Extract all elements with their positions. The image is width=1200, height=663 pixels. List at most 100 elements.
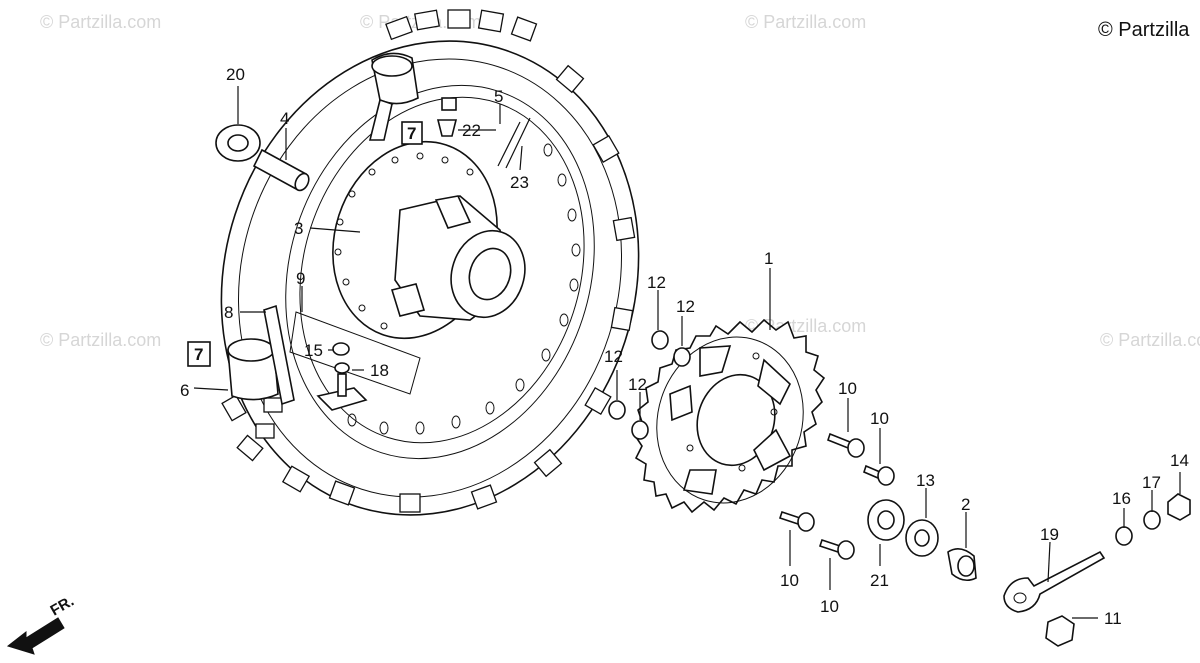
box-7-top: 7 bbox=[407, 124, 416, 143]
sprocket-bolt-hole-4 bbox=[686, 444, 694, 452]
cap-nut-14 bbox=[1167, 493, 1191, 521]
copyright-label: © Partzilla bbox=[1098, 19, 1190, 41]
spoke-23b bbox=[505, 117, 531, 169]
callout-14: 14 bbox=[1170, 451, 1189, 470]
callout-21: 21 bbox=[870, 571, 889, 590]
spoke-nipple-upper bbox=[441, 97, 457, 111]
tire-inner-edge bbox=[237, 58, 623, 498]
callout-3: 3 bbox=[294, 219, 303, 238]
nut-12-c bbox=[608, 400, 626, 420]
part-8-strip bbox=[263, 304, 295, 406]
front-label: FR. bbox=[48, 593, 77, 620]
callout-19: 19 bbox=[1040, 525, 1059, 544]
spoke-23 bbox=[497, 121, 521, 167]
hub-damper-tab bbox=[434, 195, 472, 229]
sprocket-window-4 bbox=[682, 469, 717, 495]
sprocket-center-bore bbox=[696, 373, 776, 467]
callout-22: 22 bbox=[462, 121, 481, 140]
sprocket-inner-ring bbox=[656, 336, 804, 504]
sprocket-nuts-12 bbox=[608, 330, 691, 440]
callout-numbers: 20 4 3 5 22 23 1 6 8 9 15 18 12 12 12 12… bbox=[180, 65, 1189, 628]
sprocket-window-5 bbox=[669, 384, 693, 422]
callout-9: 9 bbox=[296, 269, 305, 288]
hub-flange-holes bbox=[334, 152, 474, 330]
callout-6: 6 bbox=[180, 381, 189, 400]
spoke-nipple-22 bbox=[436, 119, 458, 137]
bolt-10-b bbox=[877, 466, 895, 486]
chain-adjuster-19-hole bbox=[1013, 592, 1027, 604]
washer-16 bbox=[1115, 526, 1133, 546]
callout-12-d: 12 bbox=[628, 375, 647, 394]
callout-2: 2 bbox=[961, 495, 970, 514]
bearing-21-bore bbox=[877, 510, 895, 530]
hub-bore bbox=[468, 247, 512, 301]
spoke-nipples bbox=[347, 143, 581, 435]
callout-8: 8 bbox=[224, 303, 233, 322]
callout-10-b: 10 bbox=[870, 409, 889, 428]
callout-4: 4 bbox=[280, 109, 289, 128]
callout-10-c: 10 bbox=[780, 571, 799, 590]
callout-12-c: 12 bbox=[604, 347, 623, 366]
box-7-top-frame bbox=[401, 121, 423, 145]
callout-17: 17 bbox=[1142, 473, 1161, 492]
callout-13: 13 bbox=[916, 471, 935, 490]
sprocket-window-3 bbox=[753, 428, 792, 472]
part-9-bracket-outline bbox=[289, 311, 421, 395]
sprocket-window-2 bbox=[757, 358, 791, 406]
nut-11 bbox=[1045, 615, 1075, 647]
boxed-labels: 7 7 bbox=[187, 121, 423, 367]
callout-1: 1 bbox=[764, 249, 773, 268]
callout-10-a: 10 bbox=[838, 379, 857, 398]
driven-sprocket bbox=[633, 318, 826, 514]
rim-band-left-opening bbox=[227, 338, 275, 362]
collar-2-bore bbox=[957, 555, 975, 577]
callout-23: 23 bbox=[510, 173, 529, 192]
callout-20: 20 bbox=[226, 65, 245, 84]
front-direction-arrow: FR. bbox=[6, 593, 77, 655]
sprocket-window-1 bbox=[699, 345, 732, 377]
callout-11: 11 bbox=[1104, 609, 1122, 628]
watermarks: © Partzilla.com © Partzilla.com © Partzi… bbox=[40, 12, 1200, 350]
nut-15 bbox=[332, 342, 350, 356]
sprocket-bolts-10 bbox=[778, 432, 895, 560]
box-7-left: 7 bbox=[194, 345, 203, 364]
nut-17 bbox=[1143, 510, 1161, 530]
hub-damper-tab-2 bbox=[390, 283, 426, 317]
watermark-top-right: © Partzilla.com bbox=[745, 12, 866, 32]
callout-15: 15 bbox=[304, 341, 323, 360]
tire-tread bbox=[221, 9, 636, 513]
sprocket-bolt-hole-1 bbox=[752, 352, 760, 360]
callout-18: 18 bbox=[370, 361, 389, 380]
nut-12-d bbox=[631, 420, 649, 440]
callout-12-b: 12 bbox=[676, 297, 695, 316]
leader-lines bbox=[193, 86, 1181, 619]
rim-band-tail bbox=[368, 98, 393, 141]
bolt-10-d bbox=[837, 540, 855, 560]
rim-inner bbox=[299, 96, 585, 444]
chain-adjuster-19 bbox=[1003, 550, 1106, 613]
watermark-top-left: © Partzilla.com bbox=[40, 12, 161, 32]
rear-wheel-assembly bbox=[215, 9, 640, 516]
washer-18 bbox=[334, 362, 350, 374]
nut-12-b bbox=[673, 347, 691, 367]
box-7-left-frame bbox=[187, 341, 211, 367]
rim-outer bbox=[285, 84, 595, 460]
collar-4-end bbox=[294, 172, 310, 192]
callout-12-a: 12 bbox=[647, 273, 666, 292]
callout-16: 16 bbox=[1112, 489, 1131, 508]
bearing-20-bore bbox=[227, 134, 249, 152]
front-arrow-icon bbox=[6, 617, 65, 655]
sprocket-bolt-hole-3 bbox=[738, 464, 746, 472]
seal-13-bore bbox=[914, 529, 930, 547]
bolt-10-c bbox=[797, 512, 815, 532]
watermark-far-right: © Partzilla.com bbox=[1100, 330, 1200, 350]
rim-band-top-opening bbox=[371, 55, 413, 77]
rim-lock-bolt bbox=[337, 373, 347, 397]
bolt-10-a bbox=[847, 438, 865, 458]
nut-12-a bbox=[651, 330, 669, 350]
callout-10-d: 10 bbox=[820, 597, 839, 616]
watermark-mid-left: © Partzilla.com bbox=[40, 330, 161, 350]
sprocket-bolt-hole-2 bbox=[770, 408, 778, 416]
callout-5: 5 bbox=[494, 87, 503, 106]
